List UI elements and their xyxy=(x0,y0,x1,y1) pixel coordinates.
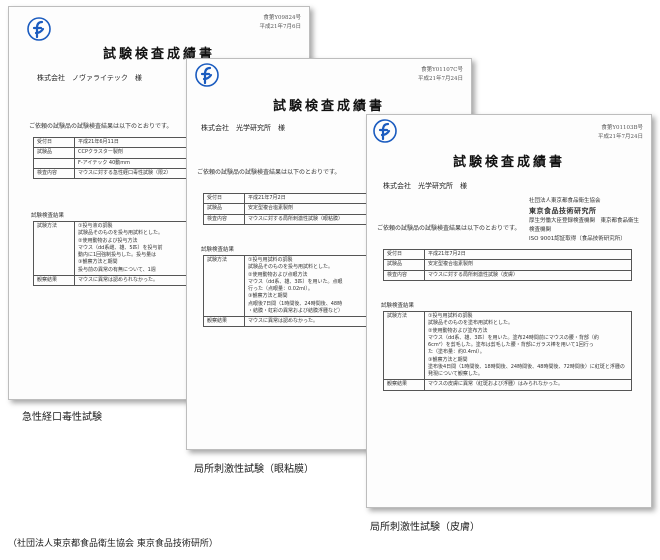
source-credit: （社団法人東京都食品衛生協会 東京食品技術研所） xyxy=(8,539,218,549)
info-table: 受付日平成21年7月2日 試験品安定型複合塩素製剤 検査内容マウスに対する局所刺… xyxy=(383,248,632,281)
intro-text: ご依頼の試験品の試験検査結果は以下のとおりです。 xyxy=(197,169,341,176)
table-row: 試験方法 ①投与用試料の調製 試験品そのものを投与用試料とした。 ②使用動物およ… xyxy=(203,255,376,317)
document-title: 試験検査成績書 xyxy=(272,99,385,114)
table-row: 観察結果マウスに異常は認めなかった。 xyxy=(203,315,376,328)
document-title: 試験検査成績書 xyxy=(102,47,215,62)
caption-skin-irritation: 局所刺激性試験（皮膚） xyxy=(370,522,480,533)
table-row: F-アイテック 40動mm xyxy=(33,157,202,169)
addressee: 株式会社 光学研究所 様 xyxy=(383,182,467,190)
table-row: 検査内容マウスに対する局所刺激性試験（皮膚） xyxy=(383,269,632,281)
results-table: 試験方法 ①投与用試料の調製 試験品そのものを投与用試料とした。 ②使用動物およ… xyxy=(203,255,376,328)
results-heading: 試験検査結果 xyxy=(31,213,65,219)
table-row: 検査内容マウスに対する局所刺激性試験（眼粘膜） xyxy=(203,213,372,225)
caption-oral-toxicity: 急性経口毒性試験 xyxy=(22,412,102,423)
table-row: 試験品安定型複合塩素製剤 xyxy=(383,259,632,271)
association-logo-icon xyxy=(195,63,219,87)
document-number: 食第Y01107C号 xyxy=(421,67,463,73)
org-registration: 厚生労働大臣登録検査機関 東京都食品衛生検査機関 xyxy=(529,217,640,233)
info-table: 受付日平成21年7月2日 試験品安定型複合塩素製剤 検査内容マウスに対する局所刺… xyxy=(203,192,372,225)
results-heading: 試験検査結果 xyxy=(201,247,235,253)
document-number: 食第Y01103B号 xyxy=(601,125,643,131)
table-row: 試験品安定型複合塩素製剤 xyxy=(203,203,372,215)
results-table: 試験方法 ①投与用試料の調製 試験品そのものを塗布用試料とした。 ②使用動物およ… xyxy=(383,310,632,391)
intro-text: ご依頼の試験品の試験検査結果は以下のとおりです。 xyxy=(377,225,521,232)
addressee: 株式会社 光学研究所 様 xyxy=(201,124,285,132)
org-name: 東京食品技術研究所 xyxy=(529,206,597,215)
table-row: 観察結果マウスの皮膚に異常（紅斑および浮腫）はみられなかった。 xyxy=(383,379,632,391)
document-date: 平成21年7月6日 xyxy=(259,24,302,30)
table-row: 受付日平成21年7月2日 xyxy=(203,192,372,205)
org-iso: ISO 9001認証取得（食品技術研究所） xyxy=(529,235,626,242)
table-row: 試験方法 ①投与用試料の調製 試験品そのものを塗布用試料とした。 ②使用動物およ… xyxy=(383,310,632,381)
table-row: 受付日平成21年7月2日 xyxy=(383,248,632,261)
table-row: 検査内容マウスに対する急性経口毒性試験（限2） xyxy=(33,167,202,180)
document-title: 試験検査成績書 xyxy=(452,155,565,170)
org-association: 社団法人東京都食品衛生協会 xyxy=(529,198,601,204)
results-heading: 試験検査結果 xyxy=(381,303,415,309)
table-row: 試験方法 ①投与液の調製 試験品そのものを投与用試料とした。 ②使用動物および投… xyxy=(33,221,202,276)
association-logo-icon xyxy=(27,17,51,41)
intro-text: ご依頼の試験品の試験検査結果は以下のとおりです。 xyxy=(29,123,173,130)
report-document-skin-irritation: 食第Y01103B号 平成21年7月24日 試験検査成績書 株式会社 光学研究所… xyxy=(366,114,652,508)
document-date: 平成21年7月24日 xyxy=(418,76,463,82)
issuing-organization: 社団法人東京都食品衛生協会 東京食品技術研究所 厚生労働大臣登録検査機関 東京都… xyxy=(529,197,641,243)
document-number: 食第Y09824号 xyxy=(263,15,301,21)
caption-eye-irritation: 局所刺激性試験（眼粘膜） xyxy=(194,464,314,475)
addressee: 株式会社 ノヴァライテック 様 xyxy=(37,74,142,82)
table-row: 受付日平成21年6月11日 xyxy=(33,136,202,149)
document-date: 平成21年7月24日 xyxy=(598,134,643,140)
table-row: 観察結果マウスに異常は認められなかった。 xyxy=(33,274,202,287)
association-logo-icon xyxy=(373,119,397,143)
results-table: 試験方法 ①投与液の調製 試験品そのものを投与用試料とした。 ②使用動物および投… xyxy=(33,221,202,287)
